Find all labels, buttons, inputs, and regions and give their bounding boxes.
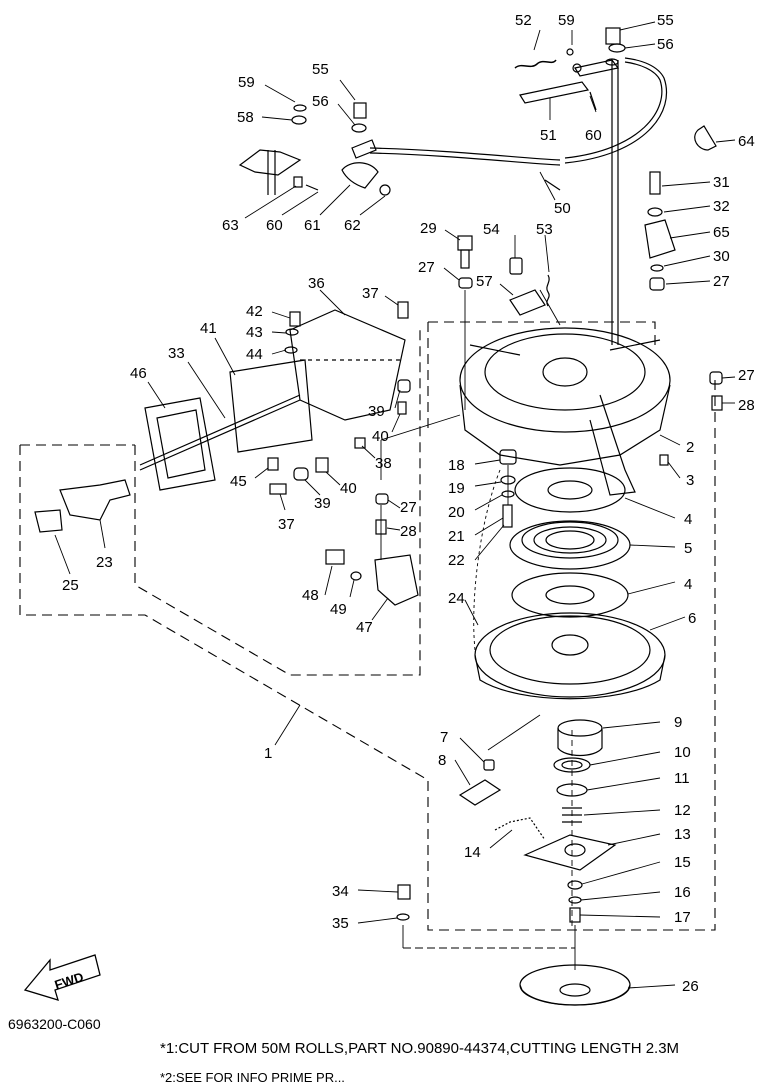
cable-bracket-group: [238, 102, 391, 196]
handle-assembly: [34, 309, 406, 533]
callout-65: 65: [713, 224, 730, 241]
callout-24: 24: [448, 590, 465, 607]
callout-50: 50: [554, 200, 571, 217]
callout-12: 12: [674, 802, 691, 819]
callout-labels: 52 59 55 56 51 60 64 59 55 58 56 50 63 6…: [62, 12, 755, 995]
callout-3: 3: [686, 472, 694, 489]
callout-46: 46: [130, 365, 147, 382]
callout-37: 37: [362, 285, 379, 302]
callout-2: 2: [686, 439, 694, 456]
callout-64: 64: [738, 133, 755, 150]
drum-cup-26: [519, 964, 631, 1006]
callout-47: 47: [356, 619, 373, 636]
callout-27: 27: [418, 259, 435, 276]
callout-25: 25: [62, 577, 79, 594]
callout-30: 30: [713, 248, 730, 265]
callout-27: 27: [738, 367, 755, 384]
callout-27: 27: [400, 499, 417, 516]
callout-29: 29: [420, 220, 437, 237]
callout-39: 39: [368, 403, 385, 420]
callout-41: 41: [200, 320, 217, 337]
callout-31: 31: [713, 174, 730, 191]
callout-37: 37: [278, 516, 295, 533]
callout-23: 23: [96, 554, 113, 571]
callout-16: 16: [674, 884, 691, 901]
upper-center-parts: [457, 235, 550, 316]
callout-26: 26: [682, 978, 699, 995]
cable-50: [369, 57, 668, 191]
callout-9: 9: [674, 714, 682, 731]
right-small-parts: [644, 171, 723, 466]
callout-45: 45: [230, 473, 247, 490]
callout-52: 52: [515, 12, 532, 29]
callout-18: 18: [448, 457, 465, 474]
callout-59: 59: [558, 12, 575, 29]
fwd-arrow-icon: FWD: [23, 954, 101, 1001]
callout-60: 60: [585, 127, 602, 144]
callout-15: 15: [674, 854, 691, 871]
callout-17: 17: [674, 909, 691, 926]
callout-48: 48: [302, 587, 319, 604]
callout-40: 40: [340, 480, 357, 497]
callout-36: 36: [308, 275, 325, 292]
callout-38: 38: [375, 455, 392, 472]
fwd-label: FWD: [53, 969, 86, 992]
callout-20: 20: [448, 504, 465, 521]
callout-28: 28: [400, 523, 417, 540]
callout-63: 63: [222, 217, 239, 234]
callout-58: 58: [237, 109, 254, 126]
callout-40: 40: [372, 428, 389, 445]
callout-56: 56: [657, 36, 674, 53]
callout-28: 28: [738, 397, 755, 414]
callout-62: 62: [344, 217, 361, 234]
callout-61: 61: [304, 217, 321, 234]
spring-pulley-stack: [474, 467, 666, 700]
callout-14: 14: [464, 844, 481, 861]
callout-13: 13: [674, 826, 691, 843]
diagram-code: 6963200-C060: [8, 1016, 101, 1032]
callout-51: 51: [540, 127, 557, 144]
callout-55: 55: [657, 12, 674, 29]
callout-55: 55: [312, 61, 329, 78]
callout-6: 6: [688, 610, 696, 627]
callout-57: 57: [476, 273, 493, 290]
callout-11: 11: [674, 770, 690, 787]
callout-1: 1: [264, 745, 272, 762]
callout-32: 32: [713, 198, 730, 215]
footnote: *1:CUT FROM 50M ROLLS,PART NO.90890-4437…: [160, 1040, 680, 1057]
callout-4: 4: [684, 511, 692, 528]
callout-5: 5: [684, 540, 692, 557]
callout-27: 27: [713, 273, 730, 290]
callout-22: 22: [448, 552, 465, 569]
leader-and-guide-lines: [54, 21, 736, 989]
callout-7: 7: [440, 729, 448, 746]
callout-33: 33: [168, 345, 185, 362]
assembly-outlines: [19, 321, 716, 931]
callout-59: 59: [238, 74, 255, 91]
footnote-partial: *2:SEE FOR INFO PRIME PR...: [160, 1070, 345, 1085]
callout-44: 44: [246, 346, 263, 363]
callout-39: 39: [314, 495, 331, 512]
lower-stack: [396, 719, 617, 923]
callout-42: 42: [246, 303, 263, 320]
callout-10: 10: [674, 744, 691, 761]
callout-53: 53: [536, 221, 553, 238]
callout-21: 21: [448, 528, 465, 545]
callout-54: 54: [483, 221, 500, 238]
callout-19: 19: [448, 480, 465, 497]
callout-56: 56: [312, 93, 329, 110]
callout-60: 60: [266, 217, 283, 234]
callout-4: 4: [684, 576, 692, 593]
callout-34: 34: [332, 883, 349, 900]
callout-8: 8: [438, 752, 446, 769]
callout-43: 43: [246, 324, 263, 341]
callout-49: 49: [330, 601, 347, 618]
callout-35: 35: [332, 915, 349, 932]
starter-case-2: [459, 60, 671, 496]
